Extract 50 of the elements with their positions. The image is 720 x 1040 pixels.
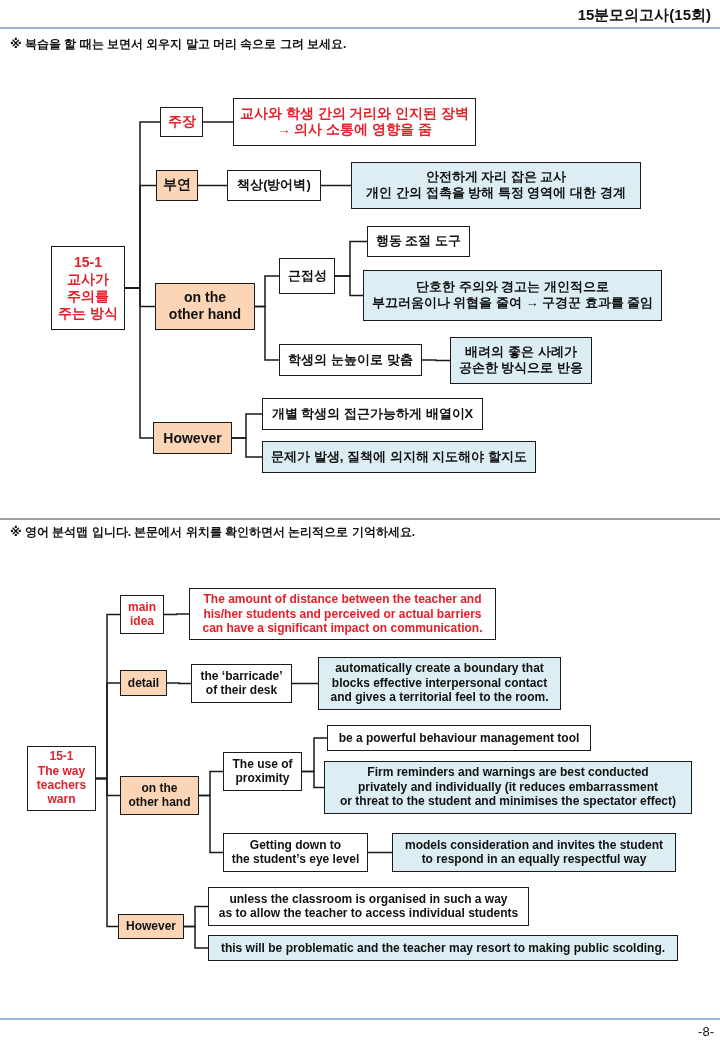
keyword-box: be a powerful behaviour management tool	[327, 725, 591, 751]
main-idea-box: 주장	[160, 107, 203, 137]
connector-line	[163, 613, 190, 616]
page-number: -8-	[698, 1024, 714, 1040]
keyword-box: 책상(방어벽)	[227, 169, 321, 201]
connector-line	[124, 287, 154, 439]
connector-line	[197, 184, 228, 187]
explanation-box: 안전하게 자리 잡은 교사 개인 간의 접촉을 방해 특정 영역에 대한 경계	[351, 161, 641, 209]
explanation-box: models consideration and invites the student to respond in an equally respectful way	[392, 832, 676, 872]
connector-line	[254, 305, 280, 361]
connector-line	[95, 777, 119, 928]
explanation-box: automatically create a boundary that blocks effective interpersonal contact and gives a territorial feel to the room.	[318, 656, 561, 710]
connector-line	[183, 925, 209, 949]
connector-line	[334, 275, 364, 297]
category-box: However	[153, 422, 232, 454]
keyword-box: unless the classroom is organised in such a way as to allow the teacher to access individual students	[208, 886, 529, 926]
keyword-box: 근접성	[279, 258, 335, 294]
category-box: detail	[120, 670, 167, 696]
instruction-note: ※ 영어 분석맵 입니다. 본문에서 위치를 확인하면서 논리적으로 기억하세요.	[10, 525, 415, 540]
page-header: 15분모의고사(15회)	[577, 6, 711, 24]
main-idea-box: The amount of distance between the teacher and his/her students and perceived or actual barriers can have a significant impact on communication.	[189, 588, 496, 640]
connector-line	[421, 359, 451, 362]
keyword-box: the ‘barricade’ of their desk	[191, 663, 292, 703]
keyword-box: The use of proximity	[223, 751, 302, 791]
connector-line	[291, 682, 319, 685]
category-box: on the other hand	[155, 282, 255, 330]
topic-box: 15-1 The way teachers warn	[27, 745, 96, 811]
connector-line	[166, 682, 192, 685]
connector-line	[301, 770, 325, 789]
explanation-box: 배려의 좋은 사례가 공손한 방식으로 반응	[450, 336, 592, 384]
explanation-box: this will be problematic and the teacher may resort to making public scolding.	[208, 935, 678, 961]
explanation-box: 단호한 주의와 경고는 개인적으로 부끄러움이나 위협을 줄여 → 구경꾼 효과를 줄임	[363, 269, 662, 321]
connector-line	[231, 437, 263, 458]
connector-line	[367, 851, 393, 854]
main-idea-box: main idea	[120, 594, 164, 634]
keyword-box: 행동 조절 도구	[367, 225, 470, 257]
category-box: 부연	[156, 169, 198, 201]
keyword-box: Getting down to the student’s eye level	[223, 832, 368, 872]
category-box: on the other hand	[120, 775, 199, 815]
connector-line	[202, 121, 234, 123]
main-idea-box: 교사와 학생 간의 거리와 인지된 장벽 → 의사 소통에 영향을 줌	[233, 98, 476, 146]
explanation-box: Firm reminders and warnings are best conducted privately and individually (it reduces embarrassment or threat to the student and minimises the spectator effect)	[324, 760, 692, 814]
connector-line	[198, 794, 224, 854]
explanation-box: 문제가 발생, 질책에 의지해 지도해야 할지도	[262, 441, 536, 473]
connector-line	[320, 184, 352, 187]
keyword-box: 개별 학생의 접근가능하게 배열이X	[262, 398, 483, 430]
keyword-box: 학생의 눈높이로 맞춤	[279, 344, 422, 376]
category-box: However	[118, 913, 184, 939]
topic-box: 15-1 교사가 주의를 주는 방식	[51, 246, 125, 330]
instruction-note: ※ 복습을 할 때는 보면서 외우지 말고 머리 속으로 그려 보세요.	[10, 37, 347, 52]
